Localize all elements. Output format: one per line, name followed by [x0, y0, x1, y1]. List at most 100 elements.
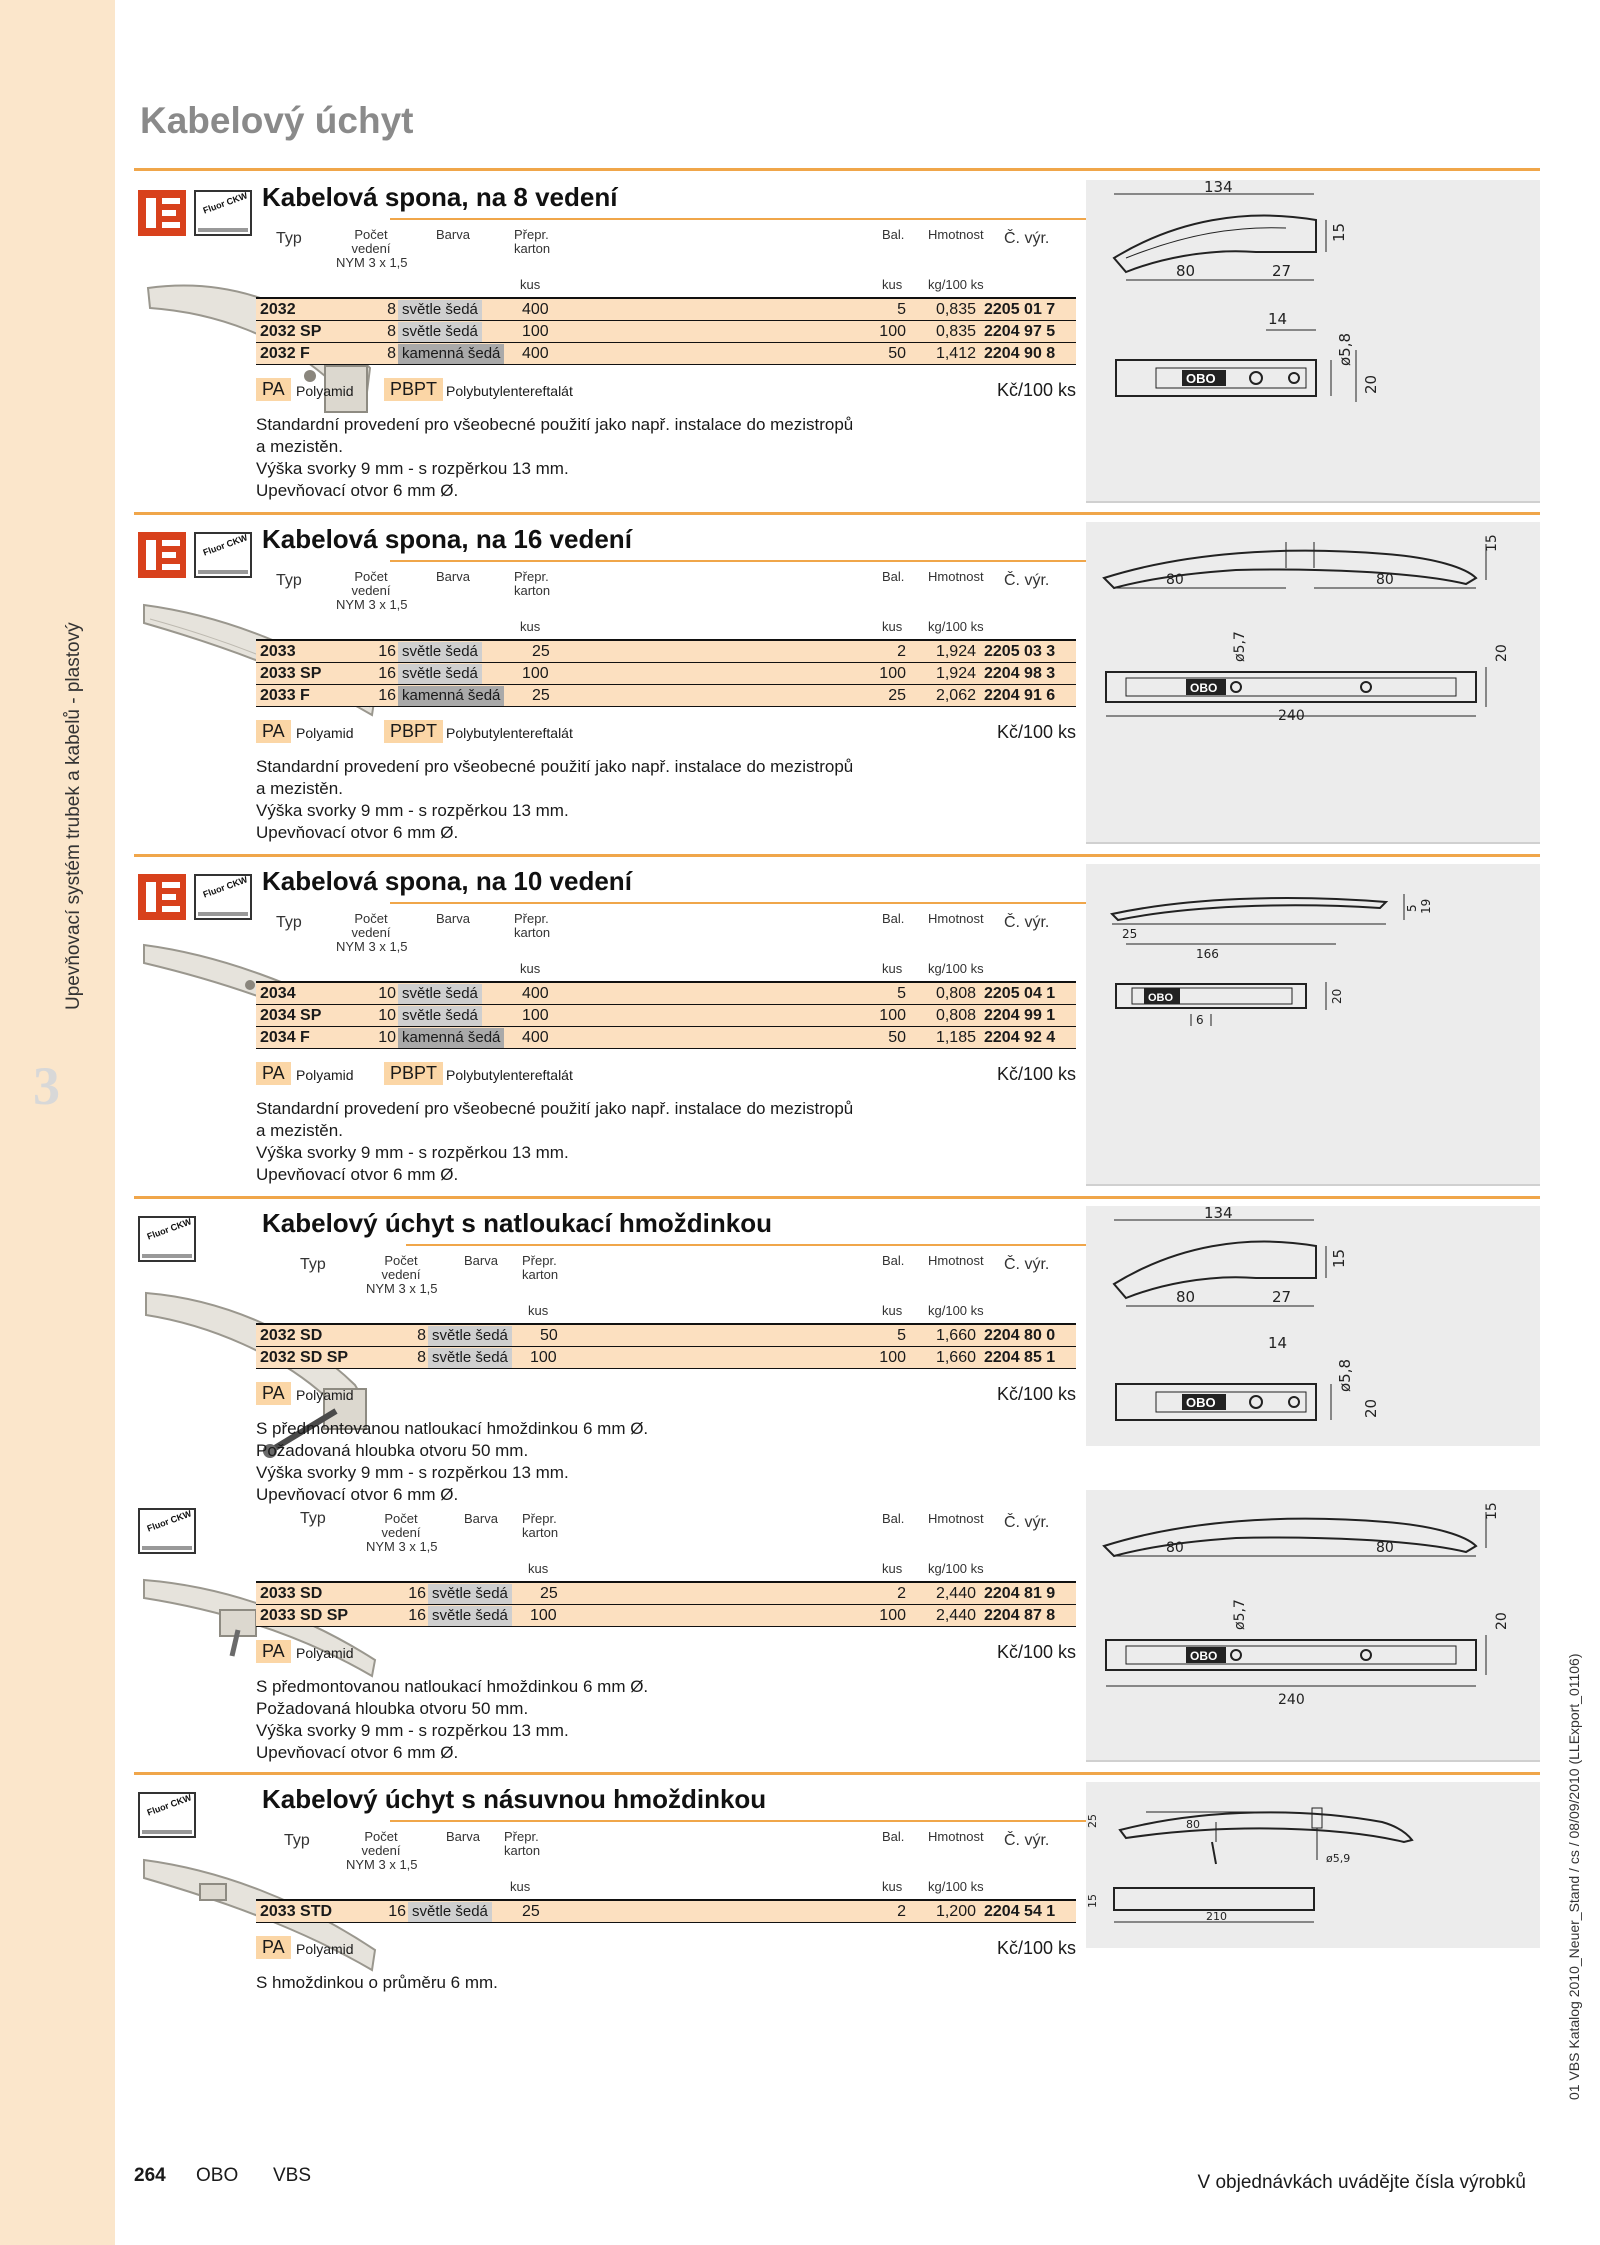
halogen-free-icon [138, 874, 186, 920]
table-header: Typ Počet vedení NYM 3 x 1,5 Barva Přepr… [256, 906, 1076, 983]
svg-text:15: 15 [1330, 1249, 1348, 1268]
description: S hmoždinkou o průměru 6 mm. [256, 1973, 498, 1992]
description: S předmontovanou natloukací hmoždinkou 6… [256, 1419, 649, 1504]
material-line: PA Polyamid Kč/100 ks [256, 1382, 1076, 1408]
svg-text:20: 20 [1330, 989, 1344, 1004]
table-row: 2032 SP 8 světle šedá 100 100 0,835 2204… [256, 321, 1076, 343]
svg-text:134: 134 [1204, 180, 1233, 196]
material-tag-pa: PA [256, 1640, 291, 1663]
product-logos: Fluor CKW [138, 1508, 254, 1556]
svg-text:OBO: OBO [1190, 1649, 1217, 1663]
svg-text:19: 19 [1419, 899, 1433, 914]
section-title: Kabelová spona, na 8 vedení [262, 182, 618, 212]
product-table: Typ Počet vedení NYM 3 x 1,5 Barva Přepr… [256, 1248, 1076, 1369]
section-2032 [134, 168, 1540, 508]
section-rule [134, 168, 1540, 171]
fluor-ckw-icon: Fluor CKW [138, 1508, 196, 1554]
fluor-ckw-icon: Fluor CKW [138, 1216, 196, 1262]
svg-text:27: 27 [1272, 262, 1291, 280]
product-logos: Fluor CKW [138, 874, 254, 922]
table-header: Typ Počet vedení NYM 3 x 1,5 Barva Přepr… [256, 222, 1076, 299]
fluor-ckw-icon: Fluor CKW [138, 1792, 196, 1838]
svg-text:20: 20 [1494, 644, 1510, 662]
table-row: 2033 SD 16 světle šedá 25 2 2,440 2204 8… [256, 1583, 1076, 1605]
material-tag-pa: PA [256, 378, 291, 401]
technical-drawing: OBO 15 80 80 ø5,7 20 240 [1086, 522, 1540, 844]
table-header: Typ Počet vedení NYM 3 x 1,5 Barva Přepr… [256, 1824, 1076, 1901]
side-chapter-number: 3 [33, 1056, 60, 1116]
material-tag-pbpt: PBPT [384, 1062, 444, 1085]
svg-text:80: 80 [1166, 572, 1184, 588]
price-unit: Kč/100 ks [996, 1064, 1076, 1084]
material-tag-pa: PA [256, 1936, 291, 1959]
svg-text:5: 5 [1405, 904, 1419, 912]
material-tag-pbpt: PBPT [384, 378, 444, 401]
svg-text:240: 240 [1278, 708, 1305, 724]
table-row: 2033 SD SP 16 světle šedá 100 100 2,440 … [256, 1605, 1076, 1627]
description: S předmontovanou natloukací hmoždinkou 6… [256, 1677, 649, 1762]
svg-text:210: 210 [1206, 1910, 1227, 1923]
price-unit: Kč/100 ks [996, 1642, 1076, 1662]
svg-text:80: 80 [1376, 572, 1394, 588]
price-unit: Kč/100 ks [996, 380, 1076, 400]
fluor-ckw-icon: Fluor CKW [194, 532, 252, 578]
material-tag-pbpt: PBPT [384, 720, 444, 743]
svg-text:ø5,7: ø5,7 [1232, 631, 1248, 662]
side-chapter-label: Upevňovací systém trubek a kabelů - plas… [63, 622, 84, 1010]
table-row: 2033 STD 16 světle šedá 25 2 1,200 2204 … [256, 1901, 1076, 1923]
description: Standardní provedení pro všeobecné použi… [256, 1099, 854, 1184]
technical-drawing: OBO 134 80 27 15 14 ø5,8 20 [1086, 180, 1540, 503]
svg-text:27: 27 [1272, 1288, 1291, 1306]
svg-text:20: 20 [1362, 375, 1380, 394]
table-row: 2034 F 10 kamenná šedá 400 50 1,185 2204… [256, 1027, 1076, 1049]
description: Standardní provedení pro všeobecné použi… [256, 757, 854, 842]
product-logos: Fluor CKW [138, 190, 254, 238]
material-line: PA Polyamid Kč/100 ks [256, 1936, 1076, 1962]
svg-text:OBO: OBO [1190, 681, 1217, 695]
svg-text:25: 25 [1086, 1814, 1099, 1828]
table-row: 2034 SP 10 světle šedá 100 100 0,808 220… [256, 1005, 1076, 1027]
table-row: 2033 SP 16 světle šedá 100 100 1,924 220… [256, 663, 1076, 685]
product-logos: Fluor CKW [138, 1792, 254, 1840]
svg-text:15: 15 [1484, 534, 1500, 552]
table-row: 2032 F 8 kamenná šedá 400 50 1,412 2204 … [256, 343, 1076, 365]
price-unit: Kč/100 ks [996, 1384, 1076, 1404]
svg-text:134: 134 [1204, 1206, 1233, 1222]
svg-text:240: 240 [1278, 1692, 1305, 1708]
svg-text:20: 20 [1362, 1399, 1380, 1418]
price-unit: Kč/100 ks [996, 1938, 1076, 1958]
svg-text:ø5,8: ø5,8 [1336, 333, 1354, 366]
svg-text:15: 15 [1086, 1894, 1099, 1908]
svg-text:ø5,7: ø5,7 [1232, 1599, 1248, 1630]
footer-brand: OBO [196, 2165, 239, 2186]
material-line: PA Polyamid PBPT Polybutylentereftalát K… [256, 1062, 1076, 1088]
print-job-label: 01 VBS Katalog 2010_Neuer_Stand / cs / 0… [1566, 1653, 1582, 2100]
description: Standardní provedení pro všeobecné použi… [256, 415, 854, 500]
product-table: Typ Počet vedení NYM 3 x 1,5 Barva Přepr… [256, 222, 1076, 365]
product-table: Typ Počet vedení NYM 3 x 1,5 Barva Přepr… [256, 1506, 1076, 1627]
section-title: Kabelový úchyt s natloukací hmoždinkou [262, 1208, 772, 1238]
table-row: 2033 16 světle šedá 25 2 1,924 2205 03 3 [256, 641, 1076, 663]
page-title: Kabelový úchyt [140, 100, 414, 141]
svg-text:80: 80 [1176, 1288, 1195, 1306]
material-tag-pa: PA [256, 1062, 291, 1085]
svg-text:ø5,8: ø5,8 [1336, 1359, 1354, 1392]
table-row: 2032 SD 8 světle šedá 50 5 1,660 2204 80… [256, 1325, 1076, 1347]
product-table: Typ Počet vedení NYM 3 x 1,5 Barva Přepr… [256, 906, 1076, 1049]
product-table: Typ Počet vedení NYM 3 x 1,5 Barva Přepr… [256, 1824, 1076, 1923]
table-row: 2032 SD SP 8 světle šedá 100 100 1,660 2… [256, 1347, 1076, 1369]
footer-note: V objednávkách uvádějte čísla výrobků [1197, 2172, 1526, 2193]
table-row: 2033 F 16 kamenná šedá 25 25 2,062 2204 … [256, 685, 1076, 707]
product-table: Typ Počet vedení NYM 3 x 1,5 Barva Přepr… [256, 564, 1076, 707]
technical-drawing: OBO 15 80 80 ø5,7 20 240 [1086, 1490, 1540, 1762]
product-logos: Fluor CKW [138, 1216, 254, 1264]
halogen-free-icon [138, 532, 186, 578]
table-row: 2032 8 světle šedá 400 5 0,835 2205 01 7 [256, 299, 1076, 321]
table-header: Typ Počet vedení NYM 3 x 1,5 Barva Přepr… [256, 564, 1076, 641]
technical-drawing: OBO 134 80 27 15 14 ø5,8 20 [1086, 1206, 1540, 1446]
material-line: PA Polyamid PBPT Polybutylentereftalát K… [256, 720, 1076, 746]
fluor-ckw-icon: Fluor CKW [194, 874, 252, 920]
svg-text:80: 80 [1186, 1818, 1200, 1831]
svg-text:14: 14 [1268, 310, 1287, 328]
svg-text:15: 15 [1330, 223, 1348, 242]
